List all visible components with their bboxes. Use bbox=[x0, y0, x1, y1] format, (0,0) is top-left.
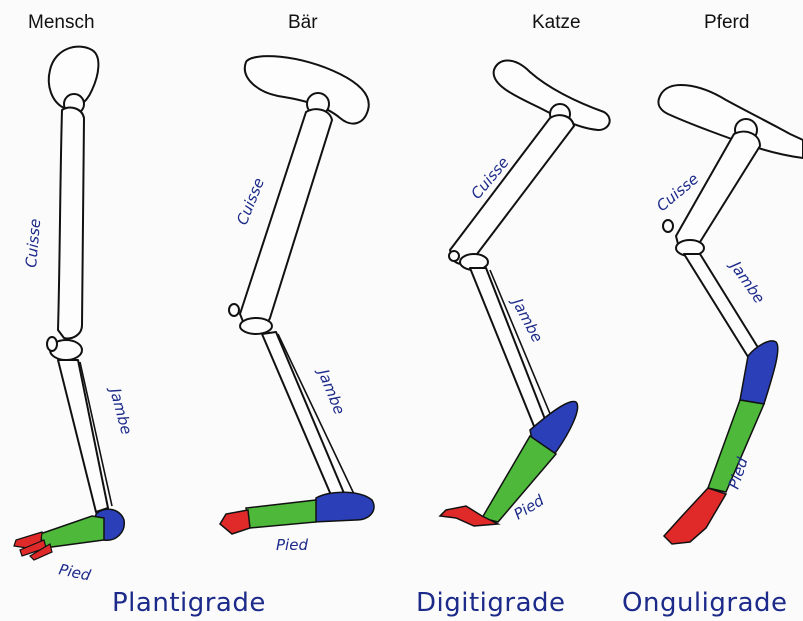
caption-plantigrade: Plantigrade bbox=[112, 588, 266, 618]
horse-leg: Cuisse Jambe Pied bbox=[653, 85, 803, 544]
bear-foot-label: Pied bbox=[276, 536, 308, 554]
bear-shank-label: Jambe bbox=[313, 364, 348, 417]
bear-knee bbox=[240, 318, 272, 334]
human-foot bbox=[14, 509, 124, 560]
human-thigh-label: Cuisse bbox=[22, 218, 44, 268]
human-patella bbox=[47, 337, 57, 351]
human-foot-label: Pied bbox=[57, 560, 92, 584]
bear-foot bbox=[220, 492, 374, 534]
horse-foot bbox=[664, 341, 778, 544]
human-tibia bbox=[58, 360, 108, 512]
cat-fibula bbox=[490, 270, 556, 428]
bear-leg: Cuisse Jambe Pied bbox=[220, 56, 374, 554]
caption-digitigrade: Digitigrade bbox=[416, 588, 566, 618]
bear-thigh-label: Cuisse bbox=[233, 175, 268, 227]
bear-tibia bbox=[262, 332, 346, 502]
caption-unguligrade: Onguligrade bbox=[622, 588, 788, 618]
cat-leg: Cuisse Jambe Pied bbox=[440, 61, 610, 527]
title-human: Mensch bbox=[28, 12, 95, 34]
title-bear: Bär bbox=[288, 12, 318, 34]
title-cat: Katze bbox=[532, 12, 581, 34]
horse-patella bbox=[663, 220, 673, 232]
bear-fibula bbox=[278, 334, 354, 494]
human-leg: Cuisse Jambe Pied bbox=[14, 47, 136, 585]
bear-femur bbox=[240, 109, 332, 327]
title-horse: Pferd bbox=[704, 12, 749, 34]
human-femur bbox=[58, 108, 84, 339]
horse-shank-label: Jambe bbox=[725, 256, 768, 307]
cat-tibia bbox=[470, 268, 550, 436]
cat-foot bbox=[440, 401, 578, 526]
bear-patella bbox=[229, 304, 239, 316]
human-shank-label: Jambe bbox=[105, 383, 135, 436]
cat-patella bbox=[449, 251, 459, 261]
